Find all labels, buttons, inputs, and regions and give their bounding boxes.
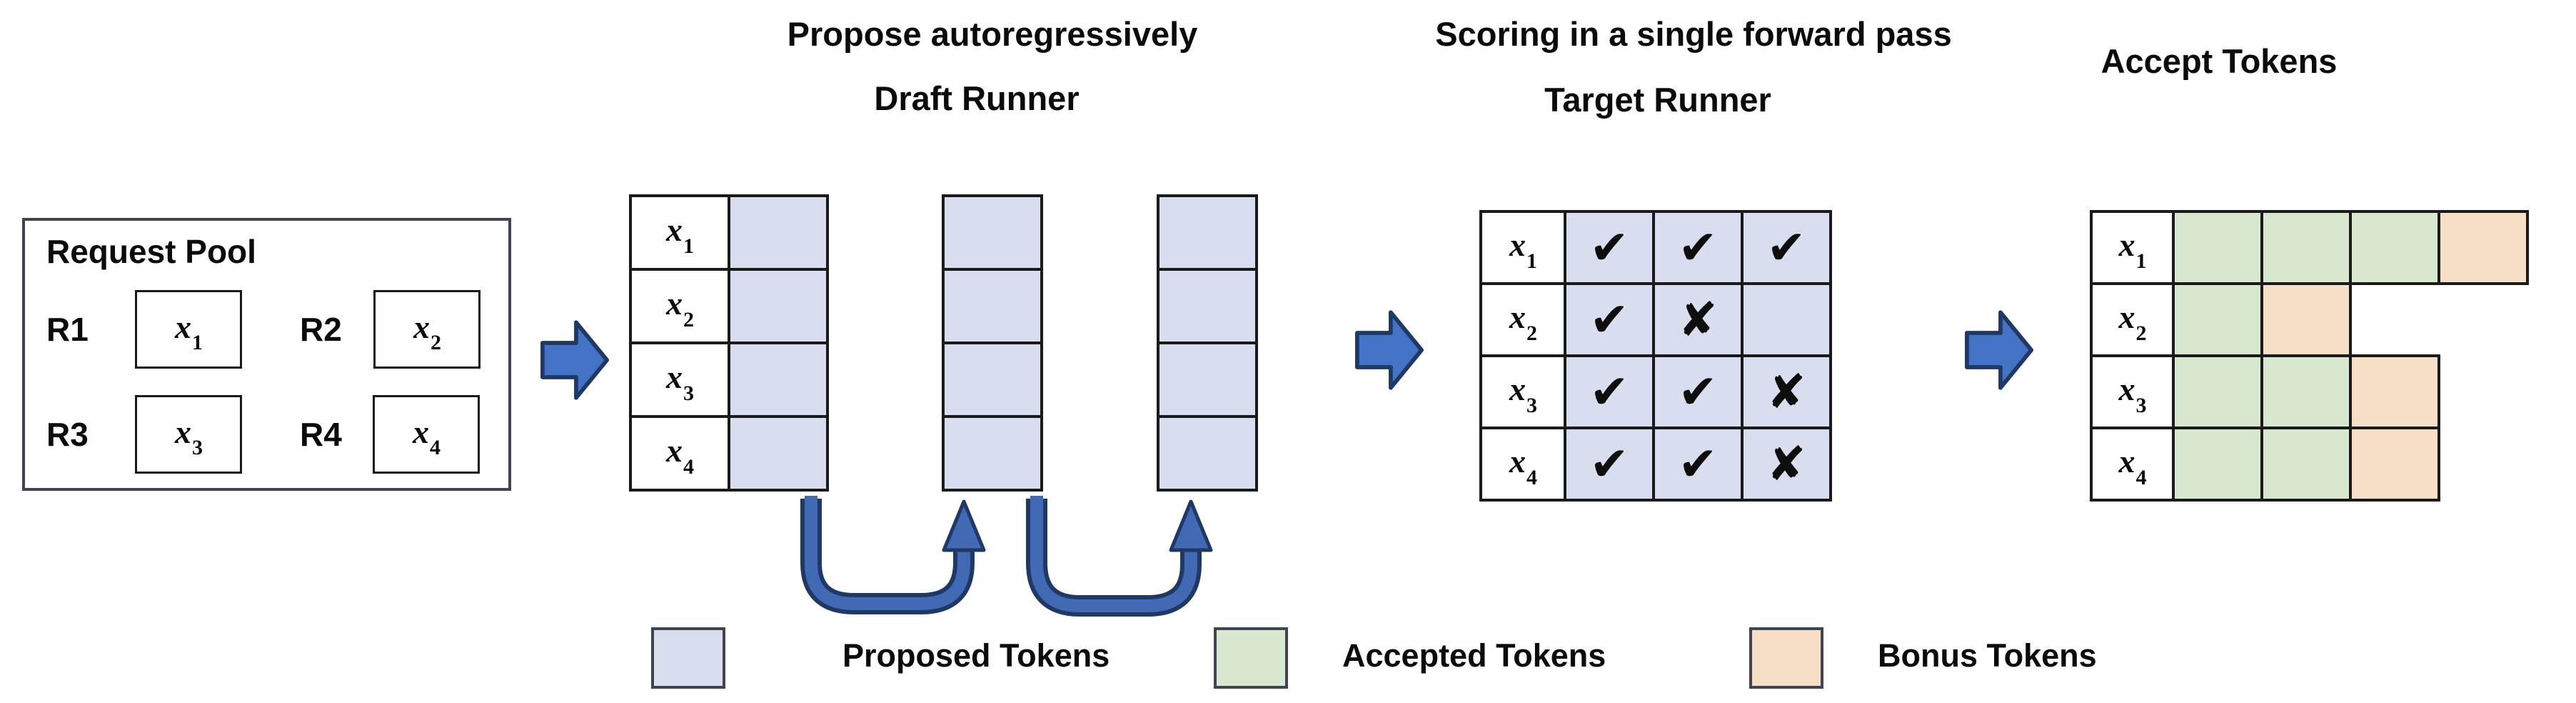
draft-row-label: x4 bbox=[666, 432, 694, 479]
accepted-token-cell bbox=[2260, 210, 2352, 285]
proposed-token-cell bbox=[728, 341, 829, 418]
draft-grid-column-3 bbox=[1157, 194, 1258, 492]
accept-row-label: x4 bbox=[2118, 443, 2147, 489]
scoring-title: Scoring in a single forward pass bbox=[1435, 15, 1952, 53]
check-icon: ✔ bbox=[1589, 436, 1629, 492]
accept-row-label: x1 bbox=[2118, 226, 2147, 273]
bonus-token-cell bbox=[2349, 427, 2440, 502]
score-cell bbox=[1741, 282, 1832, 357]
bonus-token-cell bbox=[2260, 282, 2352, 357]
accepted-token-cell bbox=[2172, 427, 2263, 502]
token-box-x1: x1 bbox=[135, 290, 242, 369]
draft-row-label: x1 bbox=[666, 211, 694, 258]
request-label-r2: R2 bbox=[300, 311, 342, 348]
target-runner-title: Target Runner bbox=[1544, 81, 1771, 119]
check-icon: ✔ bbox=[1589, 219, 1629, 275]
proposed-token-cell bbox=[728, 194, 829, 271]
accepted-token-cell bbox=[2172, 210, 2263, 285]
score-cell: ✔ bbox=[1564, 210, 1655, 285]
accept-tokens-title: Accept Tokens bbox=[2100, 42, 2338, 80]
loop-arrowhead-icon bbox=[942, 499, 986, 552]
check-icon: ✔ bbox=[1589, 291, 1629, 347]
bonus-tokens-swatch bbox=[1749, 627, 1823, 689]
flow-arrow-icon bbox=[1355, 310, 1424, 390]
loop-arrow-icon bbox=[800, 499, 975, 614]
draft-grid-column-2 bbox=[942, 194, 1043, 492]
accepted-token-cell bbox=[2260, 427, 2352, 502]
proposed-token-cell bbox=[942, 415, 1043, 492]
proposed-token-cell bbox=[1157, 341, 1258, 418]
check-icon: ✔ bbox=[1589, 364, 1629, 419]
target-row-label: x4 bbox=[1509, 443, 1537, 489]
accept-tokens-grid: x1 x2 x3 x4 bbox=[2090, 210, 2529, 502]
target-scoring-grid: x1 ✔ ✔ ✔ x2 ✔ ✘ x3 ✔ ✔ ✘ x4 ✔ ✔ ✘ bbox=[1479, 210, 1832, 502]
request-label-r4: R4 bbox=[300, 416, 342, 453]
accept-row-label: x3 bbox=[2118, 371, 2147, 417]
accepted-tokens-swatch bbox=[1214, 627, 1288, 689]
cross-icon: ✘ bbox=[1678, 291, 1718, 347]
token-box-x3: x3 bbox=[135, 395, 242, 474]
proposed-token-cell bbox=[942, 268, 1043, 344]
loop-arrow-icon bbox=[1026, 499, 1202, 617]
score-cell: ✘ bbox=[1741, 427, 1832, 502]
target-row-label: x2 bbox=[1509, 299, 1537, 345]
score-cell: ✔ bbox=[1652, 210, 1744, 285]
score-cell: ✔ bbox=[1564, 354, 1655, 429]
bonus-token-cell bbox=[2437, 210, 2529, 285]
score-cell: ✔ bbox=[1564, 427, 1655, 502]
request-pool-title: Request Pool bbox=[46, 233, 256, 270]
proposed-token-cell bbox=[942, 341, 1043, 418]
draft-row-label: x3 bbox=[666, 359, 694, 405]
token-x4: x4 bbox=[413, 413, 441, 460]
autoregressive-loop-arrows bbox=[800, 496, 1213, 617]
propose-title: Propose autoregressively bbox=[787, 15, 1198, 53]
proposed-token-cell bbox=[728, 268, 829, 344]
proposed-token-cell bbox=[1157, 415, 1258, 492]
accepted-token-cell bbox=[2172, 354, 2263, 429]
loop-arrowhead-icon bbox=[1169, 499, 1213, 552]
draft-runner-title: Draft Runner bbox=[874, 79, 1080, 117]
bonus-token-cell bbox=[2349, 354, 2440, 429]
score-cell: ✔ bbox=[1652, 354, 1744, 429]
legend-label-accepted: Accepted Tokens bbox=[1342, 637, 1606, 674]
flow-arrow-icon bbox=[540, 320, 609, 400]
token-x3: x3 bbox=[175, 413, 203, 460]
token-x2: x2 bbox=[413, 308, 441, 355]
cross-icon: ✘ bbox=[1766, 364, 1806, 419]
score-cell: ✘ bbox=[1741, 354, 1832, 429]
draft-row-label: x2 bbox=[666, 285, 694, 331]
token-box-x4: x4 bbox=[373, 395, 480, 474]
score-cell: ✘ bbox=[1652, 282, 1744, 357]
draft-grid-labeled: x1 x2 x3 x4 bbox=[629, 194, 829, 492]
accept-row-label: x2 bbox=[2118, 299, 2147, 345]
check-icon: ✔ bbox=[1678, 436, 1718, 492]
cross-icon: ✘ bbox=[1766, 436, 1806, 492]
accepted-token-cell bbox=[2349, 210, 2440, 285]
target-row-label: x3 bbox=[1509, 371, 1537, 417]
token-box-x2: x2 bbox=[373, 290, 481, 369]
proposed-token-cell bbox=[1157, 268, 1258, 344]
flow-arrow-icon bbox=[1965, 310, 2033, 390]
proposed-tokens-swatch bbox=[651, 627, 725, 689]
check-icon: ✔ bbox=[1766, 219, 1806, 275]
legend-label-proposed: Proposed Tokens bbox=[842, 637, 1110, 674]
check-icon: ✔ bbox=[1678, 364, 1718, 419]
score-cell: ✔ bbox=[1741, 210, 1832, 285]
proposed-token-cell bbox=[728, 415, 829, 492]
check-icon: ✔ bbox=[1678, 219, 1718, 275]
request-pool-box: Request Pool R1 x1 R2 x2 R3 x3 R4 x4 bbox=[22, 218, 511, 491]
proposed-token-cell bbox=[1157, 194, 1258, 271]
proposed-token-cell bbox=[942, 194, 1043, 271]
request-label-r1: R1 bbox=[46, 311, 89, 348]
request-label-r3: R3 bbox=[46, 416, 89, 453]
score-cell: ✔ bbox=[1652, 427, 1744, 502]
accepted-token-cell bbox=[2260, 354, 2352, 429]
token-x1: x1 bbox=[175, 308, 203, 355]
accepted-token-cell bbox=[2172, 282, 2263, 357]
target-row-label: x1 bbox=[1509, 226, 1537, 273]
score-cell: ✔ bbox=[1564, 282, 1655, 357]
legend-label-bonus: Bonus Tokens bbox=[1878, 637, 2097, 674]
